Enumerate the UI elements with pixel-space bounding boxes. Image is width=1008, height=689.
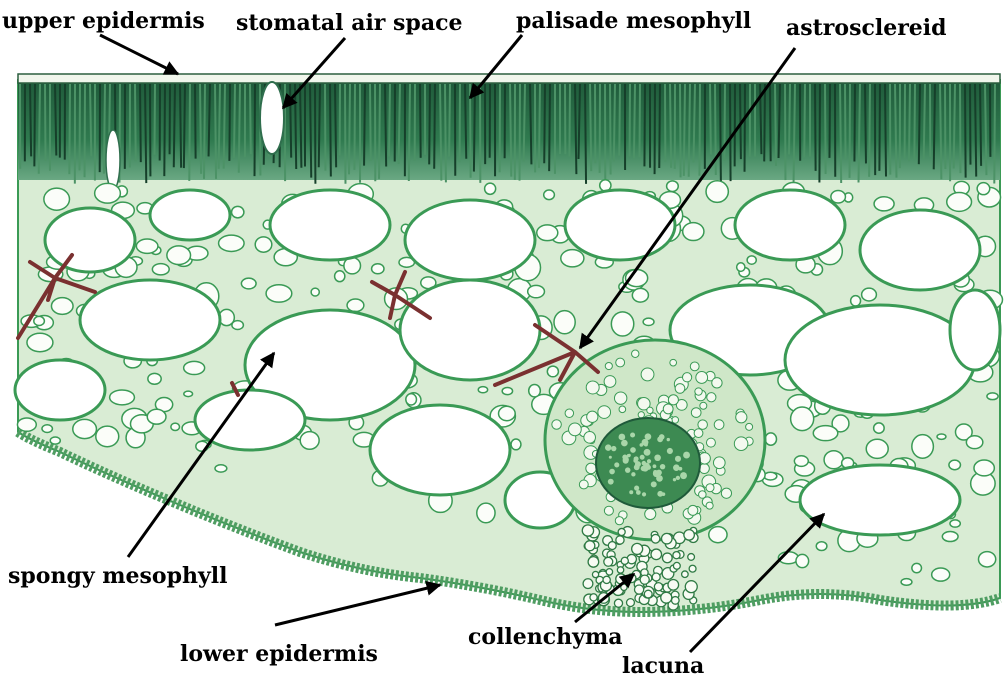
stomatal-air-space-shape bbox=[106, 130, 120, 190]
label-lacuna: lacuna bbox=[622, 655, 704, 677]
stomatal-air-space-shape bbox=[260, 82, 284, 154]
upper-epidermis-layer bbox=[18, 74, 1000, 83]
arrow-lower-epidermis bbox=[275, 585, 440, 625]
arrow-upper-epidermis bbox=[100, 35, 178, 74]
label-palisade-mesophyll: palisade mesophyll bbox=[516, 10, 751, 32]
label-stomatal-air-space: stomatal air space bbox=[236, 12, 462, 34]
label-lower-epidermis: lower epidermis bbox=[180, 643, 378, 665]
vascular-bundle bbox=[545, 340, 765, 540]
label-astrosclereid: astrosclereid bbox=[786, 17, 947, 39]
label-spongy-mesophyll: spongy mesophyll bbox=[8, 565, 227, 587]
label-upper-epidermis: upper epidermis bbox=[2, 10, 205, 32]
label-collenchyma: collenchyma bbox=[468, 626, 622, 648]
